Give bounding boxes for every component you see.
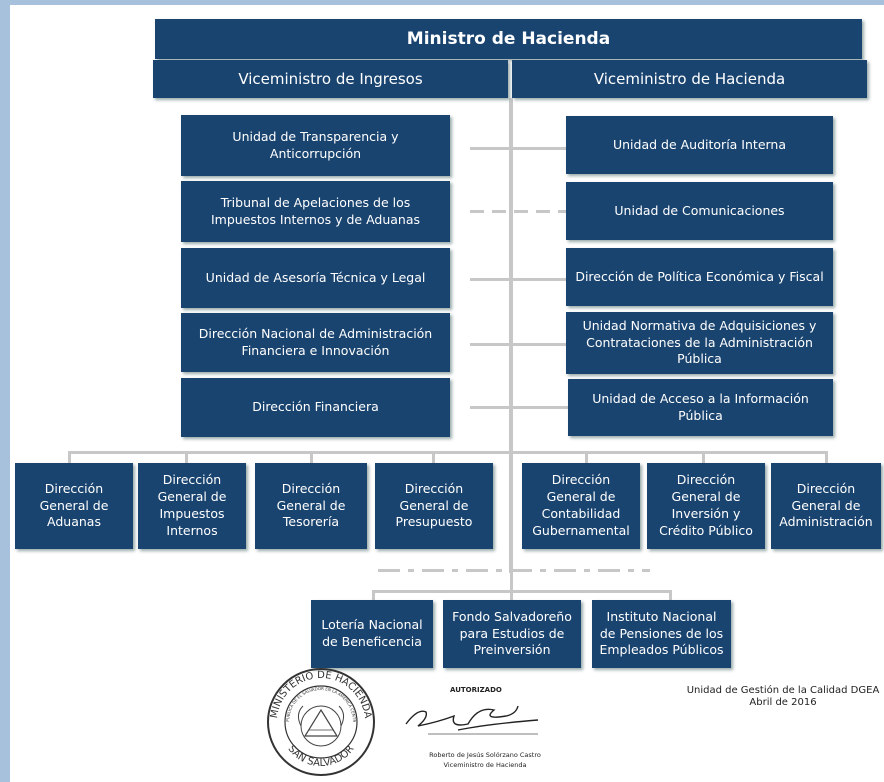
direction-drop-6 [702, 451, 705, 463]
direction-box-impuestos: Dirección General de Impuestos Internos [138, 463, 246, 549]
tribunal-dashed-connector [470, 210, 568, 213]
institution-drop-1 [372, 590, 375, 600]
direction-box-administracion: Dirección General de Administración [771, 463, 881, 549]
staff-right-box-2: Unidad de Comunicaciones [566, 182, 833, 240]
direction-box-contabilidad: Dirección General de Contabilidad Gubern… [522, 463, 640, 549]
ministry-seal: MINISTERIO DE HACIENDA SAN SALVADOR REPU… [265, 666, 375, 776]
signature-mark [405, 705, 539, 735]
staff-left-box-5: Dirección Financiera [181, 378, 450, 437]
spine-line [509, 98, 513, 573]
staff-right-box-5: Unidad de Acceso a la Información Públic… [568, 379, 833, 436]
staff-left-connector-4 [470, 343, 510, 346]
staff-right-connector-1 [512, 147, 568, 150]
institutions-bus [372, 590, 672, 593]
staff-right-connector-5 [512, 406, 568, 409]
direction-drop-5 [585, 451, 588, 463]
revision-date: Abril de 2016 [749, 697, 817, 708]
institution-box-loteria: Lotería Nacional de Beneficencia [311, 600, 433, 668]
staff-right-box-1: Unidad de Auditoría Interna [566, 116, 833, 174]
coat-of-arms-icon [297, 705, 345, 747]
institution-drop-3 [669, 590, 672, 600]
minister-box: Ministro de Hacienda [155, 19, 862, 59]
institutions-dashed-bus [378, 569, 650, 572]
staff-left-box-1: Unidad de Transparencia y Anticorrupción [181, 115, 450, 176]
direction-drop-3 [310, 451, 313, 463]
svg-text:MINISTERIO DE HACIENDA: MINISTERIO DE HACIENDA [269, 670, 373, 719]
staff-left-box-3: Unidad de Asesoría Técnica y Legal [181, 248, 450, 308]
authorized-label: AUTORIZADO [450, 686, 502, 694]
direction-drop-2 [185, 451, 188, 463]
institution-box-pensiones: Instituto Nacional de Pensiones de los E… [592, 600, 731, 668]
viceminister-ingresos-box: Viceministro de Ingresos [153, 60, 508, 98]
direction-drop-1 [68, 451, 71, 463]
staff-right-connector-3 [512, 278, 568, 281]
seal-top-text: MINISTERIO DE HACIENDA [269, 670, 373, 719]
signer-title: Viceministro de Hacienda [443, 761, 527, 769]
direction-box-aduanas: Dirección General de Aduanas [15, 463, 133, 549]
staff-left-box-2: Tribunal de Apelaciones de los Impuestos… [181, 181, 450, 242]
direction-box-tesoreria: Dirección General de Tesorería [255, 463, 367, 549]
staff-left-connector-1 [470, 147, 510, 150]
seal-bottom-text: SAN SALVADOR [286, 744, 357, 770]
institution-drop-2 [510, 573, 513, 600]
directions-bus [68, 451, 828, 454]
staff-right-box-4: Unidad Normativa de Adquisiciones y Cont… [566, 312, 833, 374]
institution-box-fondo: Fondo Salvadoreño para Estudios de Prein… [443, 600, 581, 668]
staff-left-box-4: Dirección Nacional de Administración Fin… [181, 313, 450, 372]
direction-drop-4 [432, 451, 435, 463]
direction-box-inversion: Dirección General de Inversión y Crédito… [647, 463, 765, 549]
staff-right-box-3: Dirección de Política Económica y Fiscal [566, 248, 833, 306]
viceminister-hacienda-box: Viceministro de Hacienda [512, 60, 867, 98]
staff-left-connector-5 [470, 406, 510, 409]
signer-name: Roberto de Jesús Solórzano Castro [429, 751, 541, 759]
staff-left-connector-3 [470, 278, 510, 281]
quality-unit-label: Unidad de Gestión de la Calidad DGEA [686, 685, 880, 696]
direction-drop-7 [825, 451, 828, 463]
staff-right-connector-4 [512, 343, 568, 346]
org-chart: Ministro de Hacienda Viceministro de Ing… [10, 5, 884, 782]
direction-box-presupuesto: Dirección General de Presupuesto [375, 463, 493, 549]
svg-text:SAN SALVADOR: SAN SALVADOR [286, 744, 357, 770]
